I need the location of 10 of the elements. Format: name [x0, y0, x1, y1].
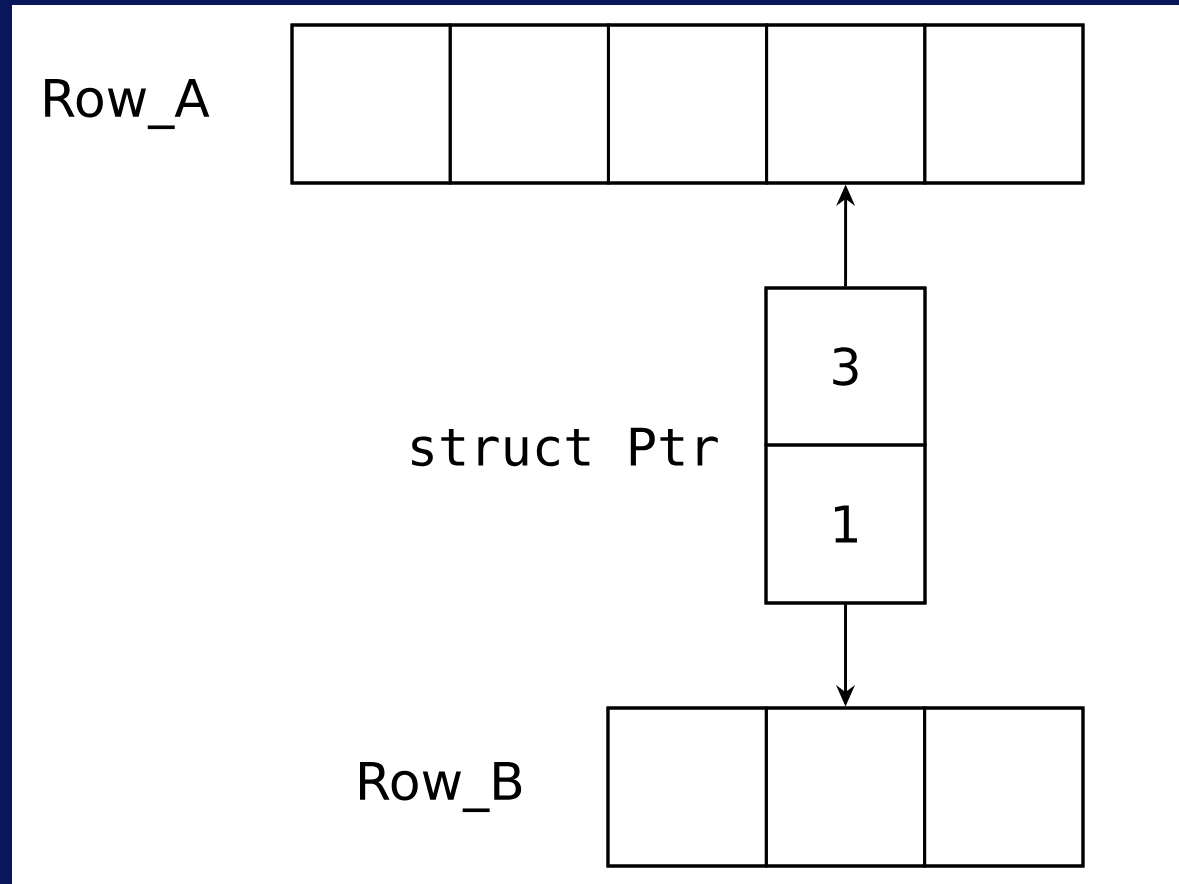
row-label: Row_A — [45, 78, 210, 130]
field-cell: 1 — [764, 443, 927, 605]
array-cell — [448, 23, 610, 185]
field-cell: 3 — [764, 286, 927, 447]
row-label: struct Ptr — [412, 427, 718, 467]
array-cell — [290, 23, 452, 185]
row-label: Row_B — [360, 761, 522, 813]
array-cell — [606, 706, 768, 868]
array-cell — [923, 23, 1085, 185]
array-cell — [923, 706, 1085, 868]
